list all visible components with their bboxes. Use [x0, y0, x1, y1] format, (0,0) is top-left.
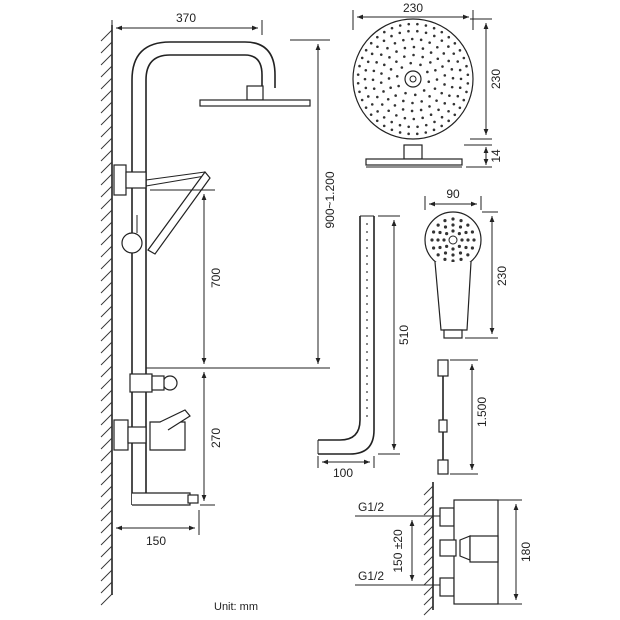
hand-shower	[424, 211, 482, 339]
head-height-dimension: 230	[470, 18, 503, 140]
total-height-dimension: 900~1.200	[146, 39, 337, 369]
hand-width-dimension: 90	[424, 187, 482, 210]
inlet-bottom-label: G1/2	[358, 569, 384, 583]
unit-label: Unit: mm	[214, 601, 258, 613]
valve-inlet-labels: G1/2 G1/2	[355, 500, 440, 586]
head-thickness-dimension: 14	[464, 144, 503, 168]
pipe-bend-label: 100	[333, 466, 353, 480]
hose-length-label: 1.500	[475, 397, 489, 427]
hose-length-dimension: 1.500	[450, 359, 489, 475]
head-thickness-label: 14	[489, 149, 503, 163]
bar-height-label: 700	[209, 268, 223, 288]
bar-height-dimension: 700	[150, 189, 223, 364]
hand-length-label: 230	[495, 266, 509, 286]
inlet-spacing-label: 150 ±20	[391, 529, 405, 573]
arm-length-label: 370	[176, 11, 196, 25]
pipe-length-dimension: 510	[378, 215, 411, 455]
hose	[437, 359, 449, 475]
wall-distance-dimension: 150	[116, 510, 200, 548]
inlet-spacing-dimension: 150 ±20	[391, 520, 415, 581]
head-height-label: 230	[489, 69, 503, 89]
mixer-height-dimension: 270	[200, 372, 223, 506]
pipe-length-label: 510	[397, 325, 411, 345]
arm-length-dimension: 370	[111, 11, 263, 35]
mixer-height-label: 270	[209, 428, 223, 448]
shower-column	[113, 41, 311, 506]
head-diameter-dimension: 230	[352, 1, 474, 30]
hand-length-dimension: 230	[465, 211, 509, 339]
valve-height-dimension: 180	[498, 499, 533, 605]
rain-head-side-view	[365, 144, 463, 168]
total-height-label: 900~1.200	[323, 171, 337, 228]
pipe-bend-dimension: 100	[317, 456, 375, 480]
shower-pipe	[317, 215, 375, 455]
valve-height-label: 180	[519, 542, 533, 562]
concealed-valve	[423, 482, 499, 616]
inlet-top-label: G1/2	[358, 500, 384, 514]
wall-distance-label: 150	[146, 534, 166, 548]
head-diameter-label: 230	[403, 1, 423, 15]
rain-head-top-view	[352, 18, 474, 140]
wall	[100, 25, 113, 606]
hand-width-label: 90	[446, 187, 460, 201]
